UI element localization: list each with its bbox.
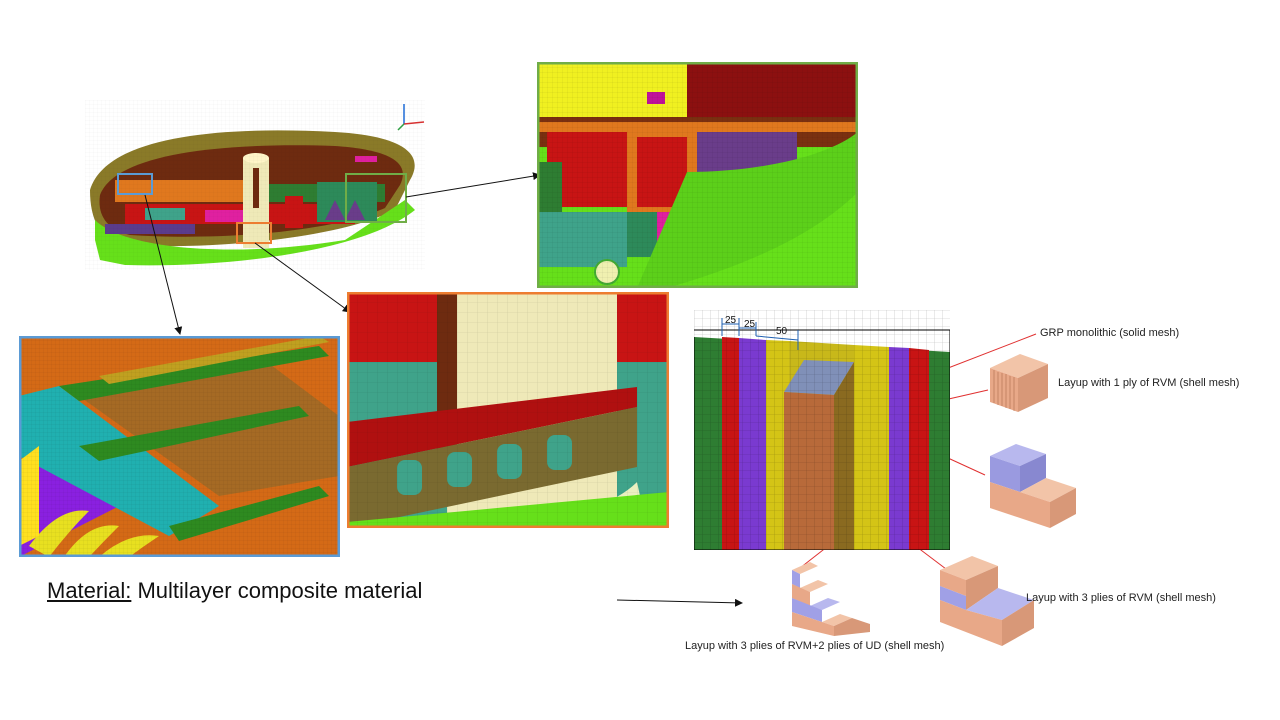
layup-block-one-ply [990,354,1048,412]
hull-overview-model [85,100,425,270]
label-grp-monolithic: GRP monolithic (solid mesh) [1040,327,1180,339]
label-rvm-ud: Layup with 3 plies of RVM+2 plies of UD … [685,640,945,652]
dim-label-a: 25 [725,315,737,326]
laminate-zone-panel: 25 25 50 [694,310,950,550]
layup-block-ply-step [990,444,1076,528]
material-caption-key: Material: [47,578,132,603]
layup-block-three-plies [940,556,1034,646]
layup-block-rvm-ud [792,562,870,636]
material-caption: Material: Multilayer composite material [47,578,422,604]
detail-panel-column [347,292,669,528]
dim-label-b: 25 [744,319,756,330]
material-caption-text: Multilayer composite material [131,578,423,603]
label-three-plies: Layup with 3 plies of RVM (shell mesh) [1026,592,1216,604]
detail-panel-bow [537,62,858,288]
axis-triad-icon [397,104,425,131]
detail-panel-deck [19,336,340,557]
dim-label-c: 50 [776,326,788,337]
label-one-ply: Layup with 1 ply of RVM (shell mesh) [1058,377,1240,389]
